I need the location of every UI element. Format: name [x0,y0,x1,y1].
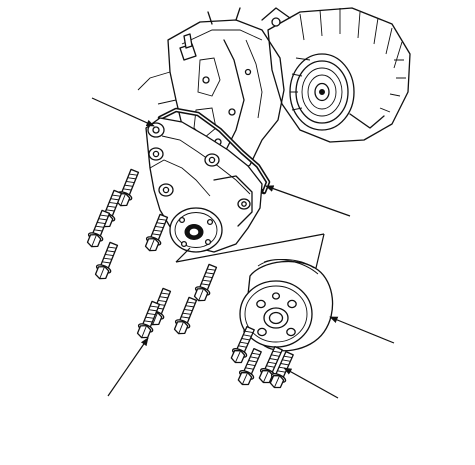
alignment-lines [175,233,325,269]
pump-bolt [171,295,201,338]
water-pump-icon [145,117,263,253]
pump-bolt [191,262,221,305]
pump-bolt [92,240,122,283]
pump-bolt [142,212,172,255]
pump-bolt [84,208,114,251]
pulley-bolts-callout [283,367,339,399]
water-pump-callout [91,97,155,127]
gasket-callout [265,185,351,217]
pulley-callout [329,316,395,344]
engine-block-icon [137,7,285,179]
pump-bolts-callout [107,337,149,397]
alternator-icon [261,7,411,143]
callout-lines [91,97,395,399]
pulley-icon [239,259,334,352]
